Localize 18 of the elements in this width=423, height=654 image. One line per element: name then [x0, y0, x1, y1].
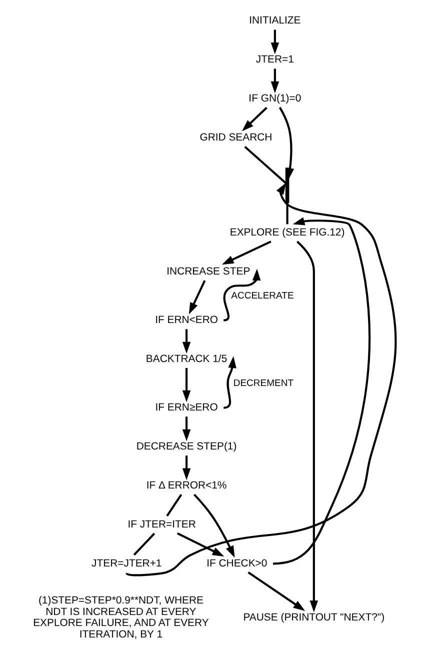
- node-text: INITIALIZE: [248, 16, 300, 27]
- node-text: IF JTER=ITER: [127, 519, 196, 530]
- node-text: EXPLORE (SEE FIG.12): [229, 228, 344, 239]
- node-text: BACKTRACK 1/5: [145, 354, 227, 365]
- node-text: IF Δ ERROR<1%: [146, 480, 226, 492]
- node-text: IF ERN<ERO: [154, 315, 218, 326]
- label: (1)STEP=STEP*0.9**NDT, WHERE NDT IS INCREASED AT EVERY EXPLORE FAILURE, AND AT EVERY ITERATION, BY 1: [32, 595, 208, 641]
- node-text: IF GN(1)=0: [248, 94, 301, 105]
- node-text: INCREASE STEP: [166, 266, 250, 278]
- node-text: IF ERN≥ERO: [154, 402, 218, 414]
- node-text: PAUSE (PRINTOUT "NEXT?"): [242, 612, 384, 624]
- node-text: DECREASE STEP(1): [136, 441, 236, 452]
- node-text: JTER=1: [255, 54, 294, 66]
- edge-label: DECREMENT: [232, 378, 294, 389]
- node-text: IF CHECK>0: [206, 558, 267, 570]
- edge-label: ACCELERATE: [230, 290, 294, 302]
- node-text: GRID SEARCH: [199, 132, 272, 144]
- node-text: JTER=JTER+1: [91, 558, 162, 570]
